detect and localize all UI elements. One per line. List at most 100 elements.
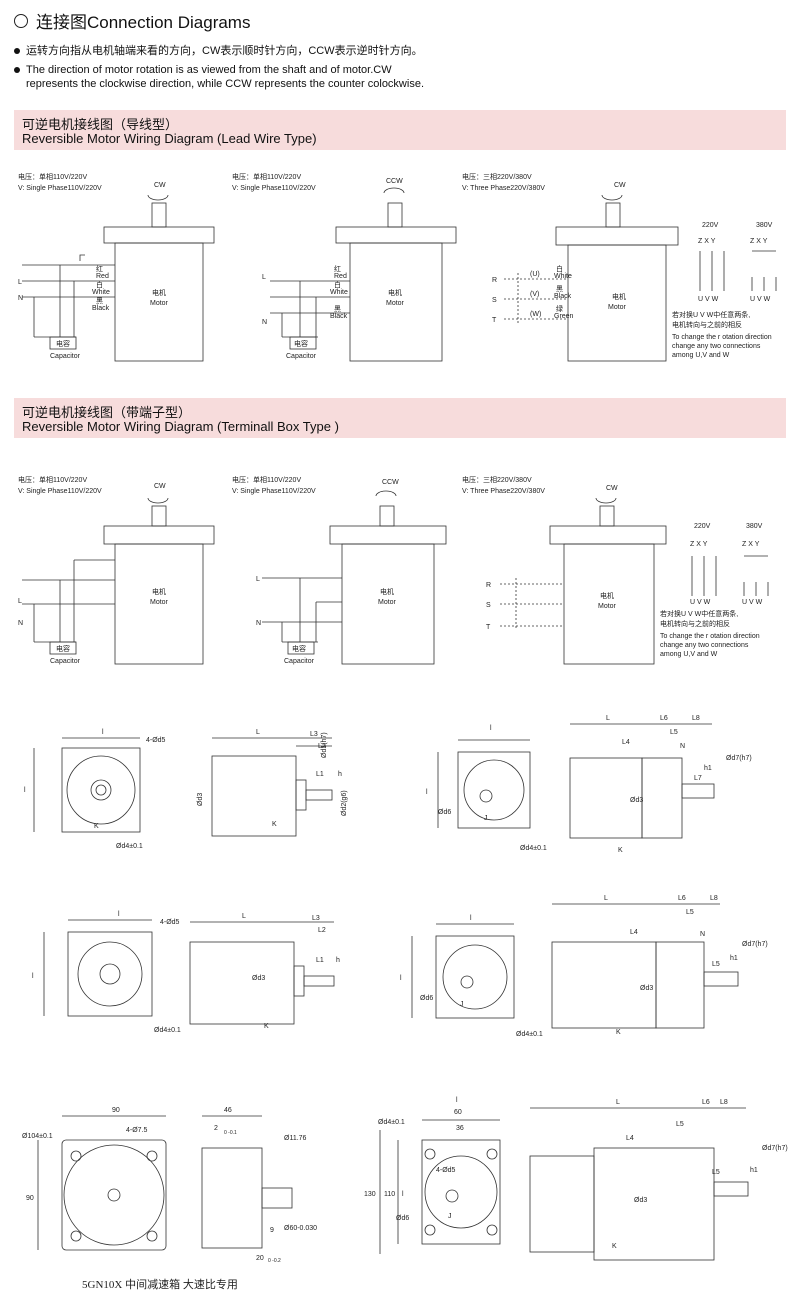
svg-text:Ød7(h7): Ød7(h7): [762, 1145, 788, 1152]
svg-text:9: 9: [270, 1227, 274, 1234]
svg-text:N: N: [256, 620, 261, 627]
svg-text:电压：单相110V/220V: 电压：单相110V/220V: [232, 172, 301, 181]
svg-text:白: 白: [556, 264, 563, 273]
svg-text:L3: L3: [312, 915, 320, 922]
svg-text:L5: L5: [712, 961, 720, 968]
svg-text:电机: 电机: [612, 292, 626, 301]
svg-text:T: T: [486, 624, 491, 631]
svg-text:L2: L2: [318, 927, 326, 934]
svg-text:白: 白: [96, 280, 103, 289]
svg-text:若对换U V W中任意两条,: 若对换U V W中任意两条,: [660, 609, 738, 618]
svg-text:90: 90: [26, 1195, 34, 1202]
svg-text:380V: 380V: [756, 222, 773, 229]
svg-text:N: N: [262, 319, 267, 326]
svg-text:电机转向与之前的相反: 电机转向与之前的相反: [660, 619, 730, 628]
svg-text:电压：单相110V/220V: 电压：单相110V/220V: [232, 475, 301, 484]
svg-text:V: Three Phase220V/380V: V: Three Phase220V/380V: [462, 185, 545, 192]
svg-text:R: R: [486, 582, 491, 589]
svg-text:若对换U V W中任意两条,: 若对换U V W中任意两条,: [672, 310, 750, 319]
svg-text:change any two connections: change any two connections: [660, 642, 749, 649]
svg-text:K: K: [272, 821, 277, 828]
svg-text:l: l: [24, 787, 26, 794]
svg-text:4-Ø7.5: 4-Ø7.5: [126, 1127, 148, 1134]
svg-text:K: K: [612, 1243, 617, 1250]
svg-text:l: l: [426, 789, 428, 796]
svg-text:Black: Black: [92, 305, 110, 312]
svg-text:J: J: [460, 1001, 464, 1008]
svg-text:130: 130: [364, 1191, 376, 1198]
svg-text:K: K: [618, 847, 623, 854]
svg-text:Black: Black: [330, 313, 348, 320]
v-single-en-1: V: Single Phase110V/220V: [18, 185, 102, 192]
svg-text:L4: L4: [630, 929, 638, 936]
svg-text:L: L: [242, 913, 246, 920]
svg-text:2: 2: [214, 1125, 218, 1132]
svg-text:电机: 电机: [380, 587, 394, 596]
svg-text:l: l: [400, 975, 402, 982]
svg-text:电机: 电机: [152, 587, 166, 596]
v-single-cn-1: 电压：单相110V/220V: [18, 172, 87, 181]
svg-text:L7: L7: [694, 775, 702, 782]
svg-text:N: N: [680, 743, 685, 750]
svg-text:Z X Y: Z X Y: [750, 238, 768, 245]
svg-text:N: N: [18, 295, 23, 302]
svg-text:Motor: Motor: [150, 599, 169, 606]
lead-wire-diagrams: 电压：单相110V/220V V: Single Phase110V/220V …: [18, 172, 777, 362]
svg-text:J: J: [484, 815, 488, 822]
svg-text:Ø11.76: Ø11.76: [284, 1135, 307, 1142]
svg-text:电机: 电机: [600, 591, 614, 600]
svg-text:K: K: [616, 1029, 621, 1036]
svg-text:220V: 220V: [694, 523, 711, 530]
svg-text:L: L: [604, 895, 608, 902]
svg-text:4-Ød5: 4-Ød5: [436, 1167, 456, 1174]
svg-text:L6: L6: [702, 1099, 710, 1106]
svg-text:电容: 电容: [56, 339, 70, 348]
svg-text:Green: Green: [554, 313, 574, 320]
svg-text:4-Ød5: 4-Ød5: [146, 737, 166, 744]
svg-text:白: 白: [334, 280, 341, 289]
svg-text:White: White: [330, 289, 348, 296]
svg-text:Ø60-0.030: Ø60-0.030: [284, 1225, 317, 1232]
svg-text:Ød1(h7): Ød1(h7): [321, 732, 328, 758]
svg-text:Ød4±0.1: Ød4±0.1: [516, 1031, 543, 1038]
svg-text:电压：三相220V/380V: 电压：三相220V/380V: [462, 172, 532, 181]
svg-text:CCW: CCW: [382, 479, 399, 486]
svg-text:0 -0.1: 0 -0.1: [224, 1130, 237, 1136]
svg-text:L4: L4: [626, 1135, 634, 1142]
svg-text:V: Single Phase110V/220V: V: Single Phase110V/220V: [18, 488, 102, 495]
svg-text:White: White: [92, 289, 110, 296]
svg-text:To change the r otation direct: To change the r otation direction: [672, 334, 772, 341]
svg-text:20: 20: [256, 1255, 264, 1262]
svg-text:V: Single Phase110V/220V: V: Single Phase110V/220V: [232, 488, 316, 495]
svg-text:l: l: [490, 725, 492, 732]
svg-text:h1: h1: [750, 1167, 758, 1174]
svg-text:K: K: [94, 823, 99, 830]
svg-text:电压：单相110V/220V: 电压：单相110V/220V: [18, 475, 87, 484]
svg-text:Capacitor: Capacitor: [50, 658, 81, 665]
svg-text:380V: 380V: [746, 523, 763, 530]
svg-text:V: Three Phase220V/380V: V: Three Phase220V/380V: [462, 488, 545, 495]
svg-text:Z X Y: Z X Y: [690, 541, 708, 548]
svg-text:(W): (W): [530, 311, 541, 318]
svg-text:among U,V and W: among U,V and W: [672, 352, 730, 359]
svg-text:U V W: U V W: [750, 296, 771, 303]
svg-text:4-Ød5: 4-Ød5: [160, 919, 180, 926]
svg-text:L: L: [606, 715, 610, 722]
svg-text:Capacitor: Capacitor: [50, 353, 81, 360]
svg-text:Ød4±0.1: Ød4±0.1: [520, 845, 547, 852]
page-title-text: 连接图Connection Diagrams: [36, 13, 251, 32]
svg-text:l: l: [402, 1191, 404, 1198]
svg-text:V: Single Phase110V/220V: V: Single Phase110V/220V: [232, 185, 316, 192]
svg-text:红: 红: [334, 264, 341, 273]
cw-label-1: CW: [154, 182, 166, 189]
svg-text:h1: h1: [704, 765, 712, 772]
note-en: The direction of motor rotation is as vi…: [14, 63, 786, 91]
svg-text:N: N: [700, 931, 705, 938]
svg-text:电机转向与之前的相反: 电机转向与之前的相反: [672, 320, 742, 329]
motor-cn-1: 电机: [152, 288, 166, 297]
svg-text:L6: L6: [678, 895, 686, 902]
section-lead-wire: 可逆电机接线图（导线型） Reversible Motor Wiring Dia…: [14, 110, 786, 150]
gearbox-drawings: 90 90 Ø104±0.1 4-Ø7.5 46 2 0 -0.1 Ø11.76…: [22, 1097, 788, 1264]
svg-text:L5: L5: [676, 1121, 684, 1128]
svg-text:Black: Black: [554, 293, 572, 300]
